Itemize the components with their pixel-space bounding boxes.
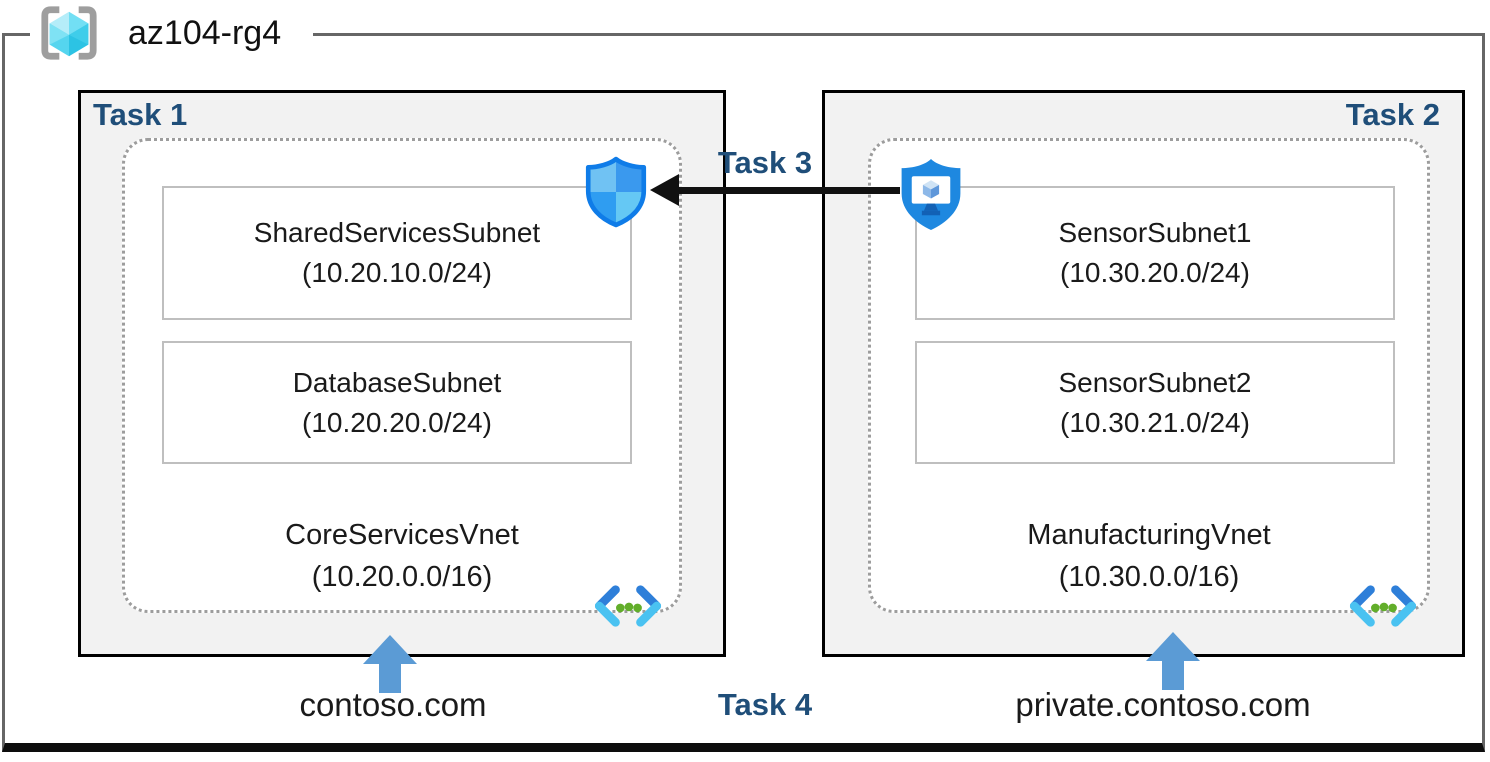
network-security-shield-icon [585, 156, 647, 228]
resource-group-header: az104-rg4 [30, 1, 314, 65]
sensor-subnet1-box: SensorSubnet1 (10.30.20.0/24) [915, 186, 1395, 320]
peering-arrow-line [678, 187, 900, 194]
vnet-name: CoreServicesVnet [285, 519, 519, 551]
private-contoso-dns-label: private.contoso.com [1015, 686, 1311, 723]
subnet-cidr: (10.20.20.0/24) [302, 406, 492, 438]
peering-arrow-head [650, 174, 679, 206]
task2-label: Task 2 [1345, 97, 1440, 132]
database-subnet-box: DatabaseSubnet (10.20.20.0/24) [162, 341, 632, 464]
up-arrow-icon [1146, 632, 1200, 690]
core-services-vnet-caption: CoreServicesVnet (10.20.0.0/16) [122, 514, 682, 598]
vnet-name: ManufacturingVnet [1027, 519, 1271, 551]
vnet-cidr: (10.30.0.0/16) [1058, 561, 1240, 593]
subnet-name: DatabaseSubnet [292, 366, 502, 398]
subnet-name: SensorSubnet1 [1058, 217, 1252, 248]
subnet-cidr: (10.30.20.0/24) [1060, 257, 1250, 288]
shared-services-subnet-box: SharedServicesSubnet (10.20.10.0/24) [162, 186, 632, 320]
bastion-shield-icon [901, 159, 961, 230]
subnet-cidr: (10.30.21.0/24) [1060, 406, 1250, 438]
resource-group-icon [41, 6, 97, 60]
virtual-network-icon [594, 585, 662, 627]
task4-label: Task 4 [717, 687, 813, 722]
resource-group-name: az104-rg4 [128, 13, 282, 52]
resource-group-frame [2, 33, 1485, 752]
vnet-cidr: (10.20.0.0/16) [311, 561, 493, 593]
subnet-name: SharedServicesSubnet [253, 217, 541, 248]
manufacturing-vnet-caption: ManufacturingVnet (10.30.0.0/16) [868, 514, 1430, 598]
subnet-cidr: (10.20.10.0/24) [302, 257, 492, 288]
up-arrow-icon [363, 635, 417, 693]
virtual-network-icon [1349, 585, 1417, 627]
sensor-subnet2-box: SensorSubnet2 (10.30.21.0/24) [915, 341, 1395, 464]
subnet-name: SensorSubnet2 [1058, 366, 1252, 398]
task3-label: Task 3 [717, 145, 813, 180]
task1-label: Task 1 [93, 97, 188, 132]
